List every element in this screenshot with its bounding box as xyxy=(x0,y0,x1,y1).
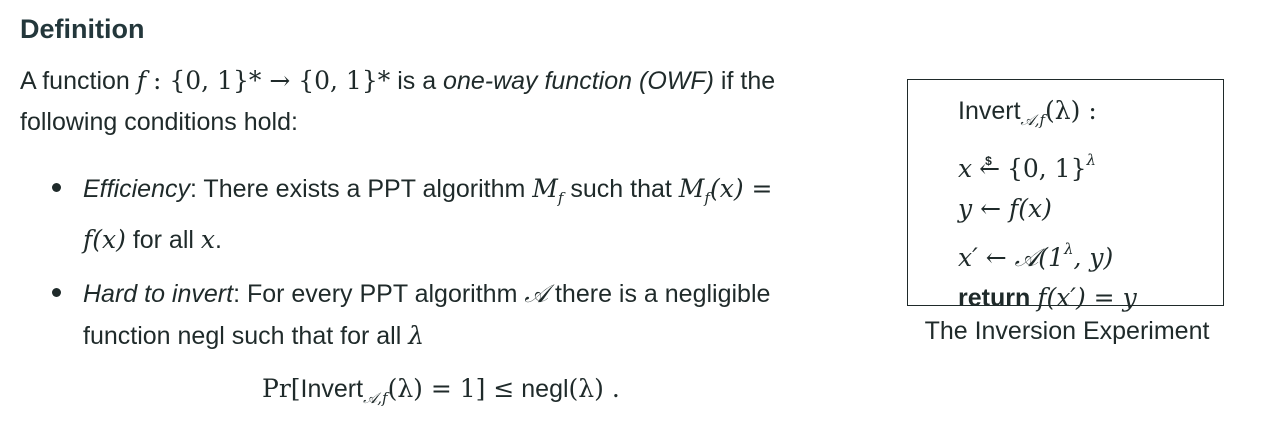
condition-efficiency: Efficiency: There exists a PPT algorithm… xyxy=(50,168,810,261)
experiment-eval-line: y ← f(x) xyxy=(958,194,1052,223)
bullet-icon xyxy=(52,183,61,192)
inversion-experiment-box: Invert𝒜,f(λ) : x $← {0, 1}λ y ← f(x) x′ … xyxy=(907,79,1224,312)
condition-hard-to-invert: Hard to invert: For every PPT algorithm … xyxy=(50,273,810,357)
conditions-list: Efficiency: There exists a PPT algorithm… xyxy=(50,168,810,369)
experiment-return-line: return f(x′) = y xyxy=(958,283,1137,312)
experiment-adversary-line: x′ ← 𝒜(1λ, y) xyxy=(958,240,1114,272)
definition-intro: A function f : {0, 1}* → {0, 1}* is a on… xyxy=(20,66,776,136)
efficiency-formula: Mf(x) = f(x) xyxy=(83,174,773,254)
definition-heading: Definition xyxy=(20,14,145,44)
owf-term: one-way function (OWF) xyxy=(443,67,714,95)
bullet-icon xyxy=(52,288,61,297)
experiment-sample-line: x $← {0, 1}λ xyxy=(958,151,1097,183)
experiment-caption: The Inversion Experiment xyxy=(924,317,1210,345)
experiment-header: Invert𝒜,f(λ) : xyxy=(958,96,1097,129)
probability-equation: Pr[Invert𝒜,f(λ) = 1] ≤ negl(λ) . xyxy=(262,374,620,407)
function-signature: : {0, 1}* → {0, 1}* xyxy=(152,66,391,95)
